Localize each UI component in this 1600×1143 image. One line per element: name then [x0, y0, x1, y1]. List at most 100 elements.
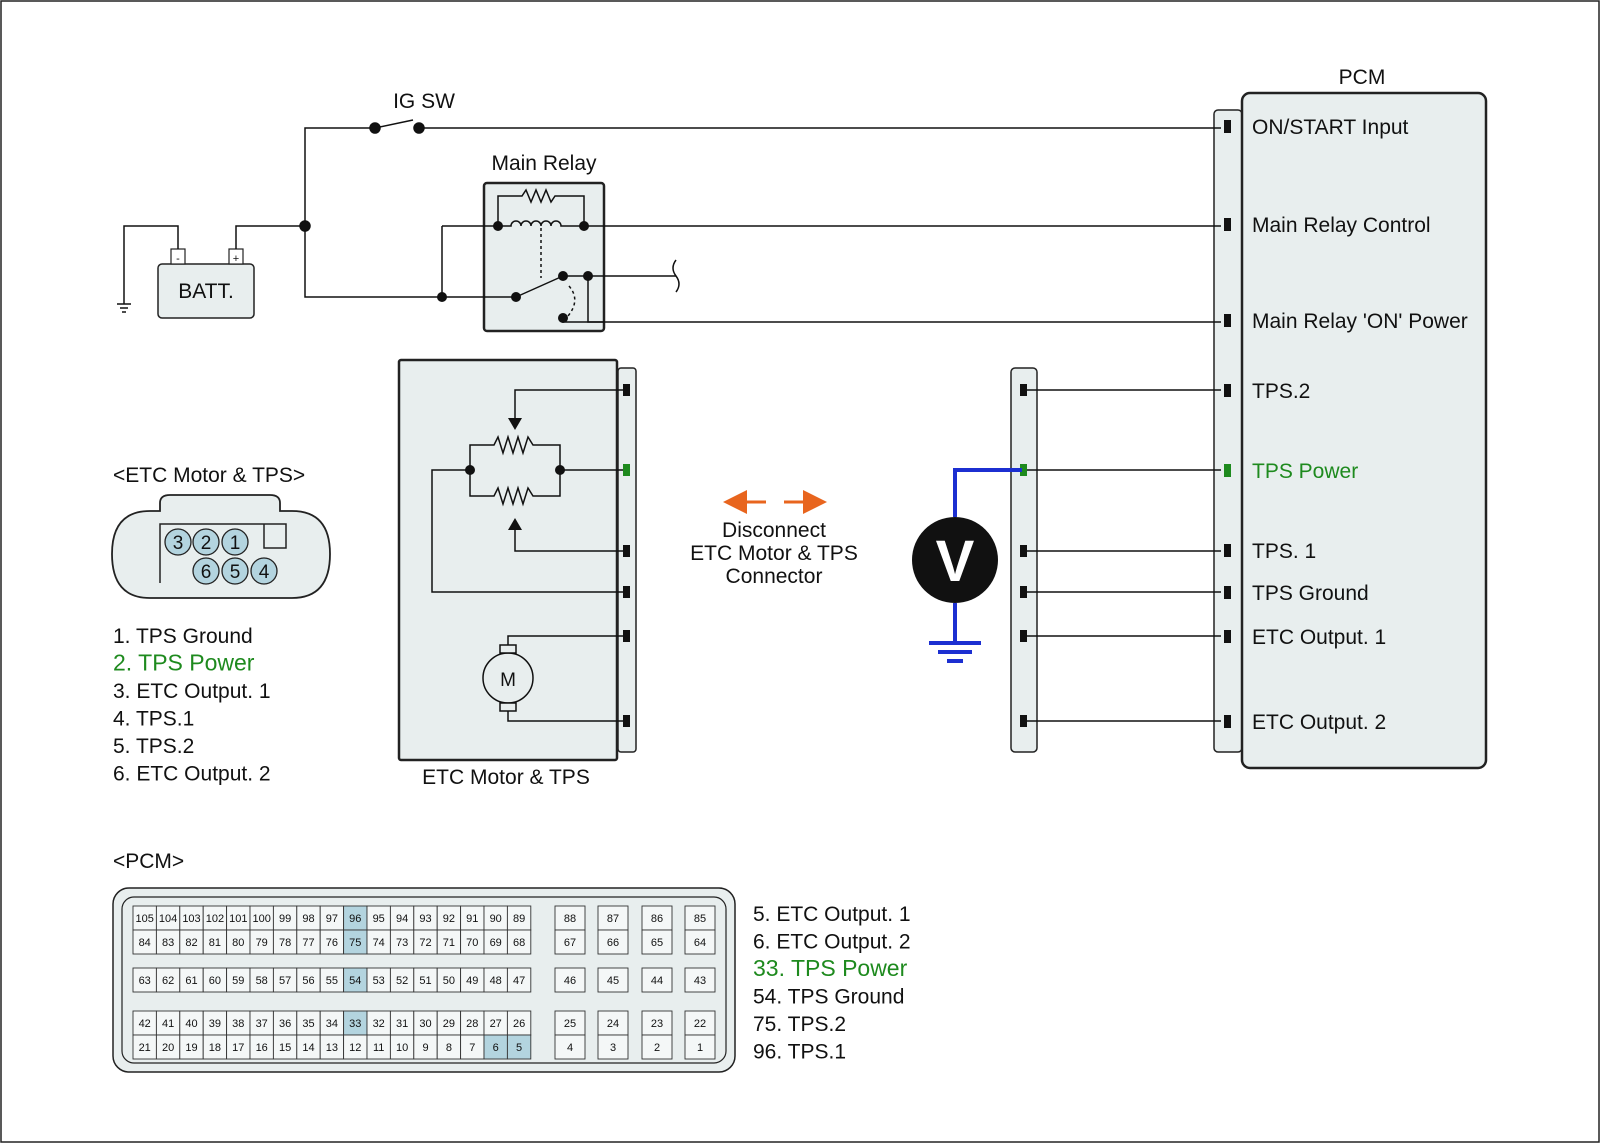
pcm-connector-legend: 5. ETC Output. 16. ETC Output. 233. TPS … — [753, 903, 911, 1064]
pcm-grid-number: 72 — [419, 937, 431, 949]
harness-connector — [1010, 367, 1038, 753]
pcm-grid-number: 28 — [466, 1018, 478, 1030]
voltmeter-label: V — [936, 529, 975, 594]
pcm-grid-cell — [554, 929, 586, 955]
battery-wiring — [117, 220, 311, 313]
pcm-grid-number: 45 — [607, 975, 619, 987]
etc-pin — [192, 557, 220, 585]
etc-legend-item: 2. TPS Power — [113, 650, 255, 676]
pcm-grid-number: 92 — [443, 913, 455, 925]
main-relay-label: Main Relay — [491, 152, 597, 175]
pcm-grid-number: 70 — [466, 937, 478, 949]
motor-label: M — [500, 670, 516, 691]
pcm-grid-number: 49 — [466, 975, 478, 987]
pcm-grid-number: 47 — [513, 975, 525, 987]
pcm-grid-number: 103 — [182, 913, 200, 925]
pcm-grid-number: 60 — [209, 975, 221, 987]
pcm-grid-number: 87 — [607, 913, 619, 925]
pcm-grid-number: 59 — [232, 975, 244, 987]
svg-text:Connector: Connector — [726, 565, 823, 588]
pcm-grid-number: 38 — [232, 1018, 244, 1030]
pcm-grid-number: 67 — [564, 937, 576, 949]
pcm-pin-terminal — [1224, 630, 1231, 643]
pcm-grid-number: 55 — [326, 975, 338, 987]
pcm-grid-number: 94 — [396, 913, 408, 925]
pcm-grid-number: 44 — [651, 975, 663, 987]
etc-pin-number: 1 — [230, 533, 241, 554]
pcm-grid-number: 30 — [419, 1018, 431, 1030]
etc-pin-number: 3 — [173, 533, 184, 554]
etc-legend-item: 3. ETC Output. 1 — [113, 680, 271, 703]
pcm-grid-number: 54 — [349, 975, 361, 987]
pcm-grid-number: 75 — [349, 937, 361, 949]
pcm-pin-label: ETC Output. 2 — [1252, 711, 1386, 734]
etc-pin — [164, 528, 192, 556]
pcm-grid-number: 81 — [209, 937, 221, 949]
pcm-grid-number: 84 — [139, 937, 151, 949]
pcm-grid-cell — [506, 1034, 532, 1060]
pcm-grid-number: 8 — [446, 1042, 452, 1054]
pcm-grid-number: 104 — [159, 913, 177, 925]
pcm-grid-number: 7 — [469, 1042, 475, 1054]
pcm-grid-cell — [597, 905, 629, 931]
pcm-legend-item: 33. TPS Power — [753, 955, 908, 981]
battery-minus: - — [176, 253, 180, 265]
pcm-box — [1240, 91, 1488, 770]
etc-pin-number: 4 — [259, 562, 270, 583]
etc-pin — [221, 557, 249, 585]
pcm-legend-item: 6. ETC Output. 2 — [753, 931, 911, 954]
pcm-grid-cell — [684, 929, 716, 955]
pcm-grid-number: 35 — [302, 1018, 314, 1030]
battery: BATT. - + — [157, 248, 255, 319]
pcm-pin-label: ON/START Input — [1252, 116, 1409, 139]
pcm-grid-number: 36 — [279, 1018, 291, 1030]
pcm-grid-number: 58 — [256, 975, 268, 987]
pcm-grid-number: 91 — [466, 913, 478, 925]
pcm-grid-number: 40 — [185, 1018, 197, 1030]
pcm-grid-number: 20 — [162, 1042, 174, 1054]
pcm-grid-number: 80 — [232, 937, 244, 949]
etc-pin — [250, 557, 278, 585]
etc-motor-tps-component: M — [397, 358, 637, 762]
pcm-grid-number: 37 — [256, 1018, 268, 1030]
pcm-grid-number: 102 — [206, 913, 224, 925]
pcm-grid-number: 48 — [490, 975, 502, 987]
voltmeter: V — [912, 517, 998, 603]
harness-wires — [1024, 389, 1221, 722]
pcm-grid-number: 61 — [185, 975, 197, 987]
pcm-grid-cell — [506, 967, 532, 993]
pcm-grid-number: 25 — [564, 1018, 576, 1030]
pcm-grid-number: 68 — [513, 937, 525, 949]
pcm-pin-label: Main Relay 'ON' Power — [1252, 310, 1468, 333]
pcm-grid-number: 31 — [396, 1018, 408, 1030]
svg-text:ETC Motor & TPS: ETC Motor & TPS — [690, 542, 858, 565]
pcm-grid-number: 95 — [373, 913, 385, 925]
pcm-grid-number: 21 — [139, 1042, 151, 1054]
pcm-grid-number: 11 — [373, 1042, 384, 1054]
pcm-pin-terminal — [1224, 464, 1231, 477]
harness-pins — [1020, 384, 1027, 727]
pcm-pin-terminal — [1224, 120, 1231, 133]
pcm-grid-number: 26 — [513, 1018, 525, 1030]
pcm-grid-number: 101 — [229, 913, 247, 925]
pcm-grid-number: 74 — [373, 937, 385, 949]
pcm-grid-number: 39 — [209, 1018, 221, 1030]
pcm-grid-number: 66 — [607, 937, 619, 949]
pcm-pin-label: TPS Power — [1252, 460, 1358, 483]
pcm-grid-number: 97 — [326, 913, 338, 925]
svg-text:Disconnect: Disconnect — [722, 519, 826, 542]
pcm-grid-number: 13 — [326, 1042, 338, 1054]
ig-switch — [304, 119, 1221, 298]
etc-pin-number: 5 — [230, 562, 241, 583]
pcm-grid-number: 17 — [232, 1042, 244, 1054]
pcm-grid-number: 56 — [302, 975, 314, 987]
etc-legend-item: 1. TPS Ground — [113, 625, 253, 648]
pcm-grid-cell — [554, 1034, 586, 1060]
etc-legend-item: 6. ETC Output. 2 — [113, 763, 271, 786]
etc-pin-number: 2 — [201, 533, 212, 554]
